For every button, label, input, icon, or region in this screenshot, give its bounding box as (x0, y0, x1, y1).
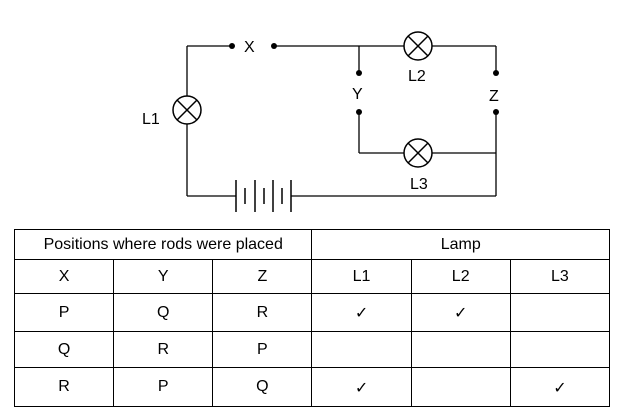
check-cell: ✓ (311, 367, 412, 407)
lamp-l2-icon (403, 31, 433, 61)
cell: P (13, 293, 115, 332)
header-positions: Positions where rods were placed (13, 229, 313, 260)
terminal-x-right (271, 43, 277, 49)
battery-icon (235, 180, 292, 212)
cell: Q (113, 293, 214, 332)
terminal-x-left (229, 43, 235, 49)
label-l3: L3 (410, 176, 428, 193)
table-header-row: X Y Z L1 L2 L3 (13, 259, 611, 294)
terminal-y-bottom (356, 109, 362, 115)
terminal-z-top (493, 70, 499, 76)
label-y: Y (352, 86, 363, 103)
cell: R (212, 293, 313, 332)
results-table: Positions where rods were placed Lamp X … (13, 229, 611, 407)
header-y: Y (113, 259, 214, 294)
circuit-diagram: X Y Z L1 L2 L3 (142, 31, 499, 212)
header-l1: L1 (311, 259, 412, 294)
cell: P (212, 331, 313, 368)
label-l1: L1 (142, 111, 160, 128)
cell: P (113, 367, 214, 407)
cell: Q (13, 331, 115, 368)
cell: R (13, 367, 115, 407)
table-row: Q R P (13, 331, 611, 368)
check-cell (509, 293, 611, 332)
label-l2: L2 (408, 68, 426, 85)
label-z: Z (489, 88, 499, 105)
terminal-z-bottom (493, 109, 499, 115)
check-cell (509, 331, 611, 368)
header-l3: L3 (509, 259, 611, 294)
check-cell (410, 331, 511, 368)
check-cell (311, 331, 412, 368)
cell: R (113, 331, 214, 368)
table-group-header-row: Positions where rods were placed Lamp (13, 229, 610, 260)
header-z: Z (212, 259, 313, 294)
check-cell: ✓ (509, 367, 611, 407)
header-lamp: Lamp (311, 229, 610, 260)
table-row: P Q R ✓ ✓ (13, 293, 611, 332)
terminal-dots (229, 43, 499, 115)
check-cell: ✓ (410, 293, 511, 332)
table-row: R P Q ✓ ✓ (13, 367, 611, 407)
check-cell: ✓ (311, 293, 412, 332)
check-cell (410, 367, 511, 407)
cell: Q (212, 367, 313, 407)
label-x: X (244, 39, 255, 56)
lamp-l3-icon (403, 138, 433, 168)
header-x: X (13, 259, 115, 294)
header-l2: L2 (410, 259, 511, 294)
lamp-l1-icon (172, 95, 202, 125)
terminal-y-top (356, 70, 362, 76)
